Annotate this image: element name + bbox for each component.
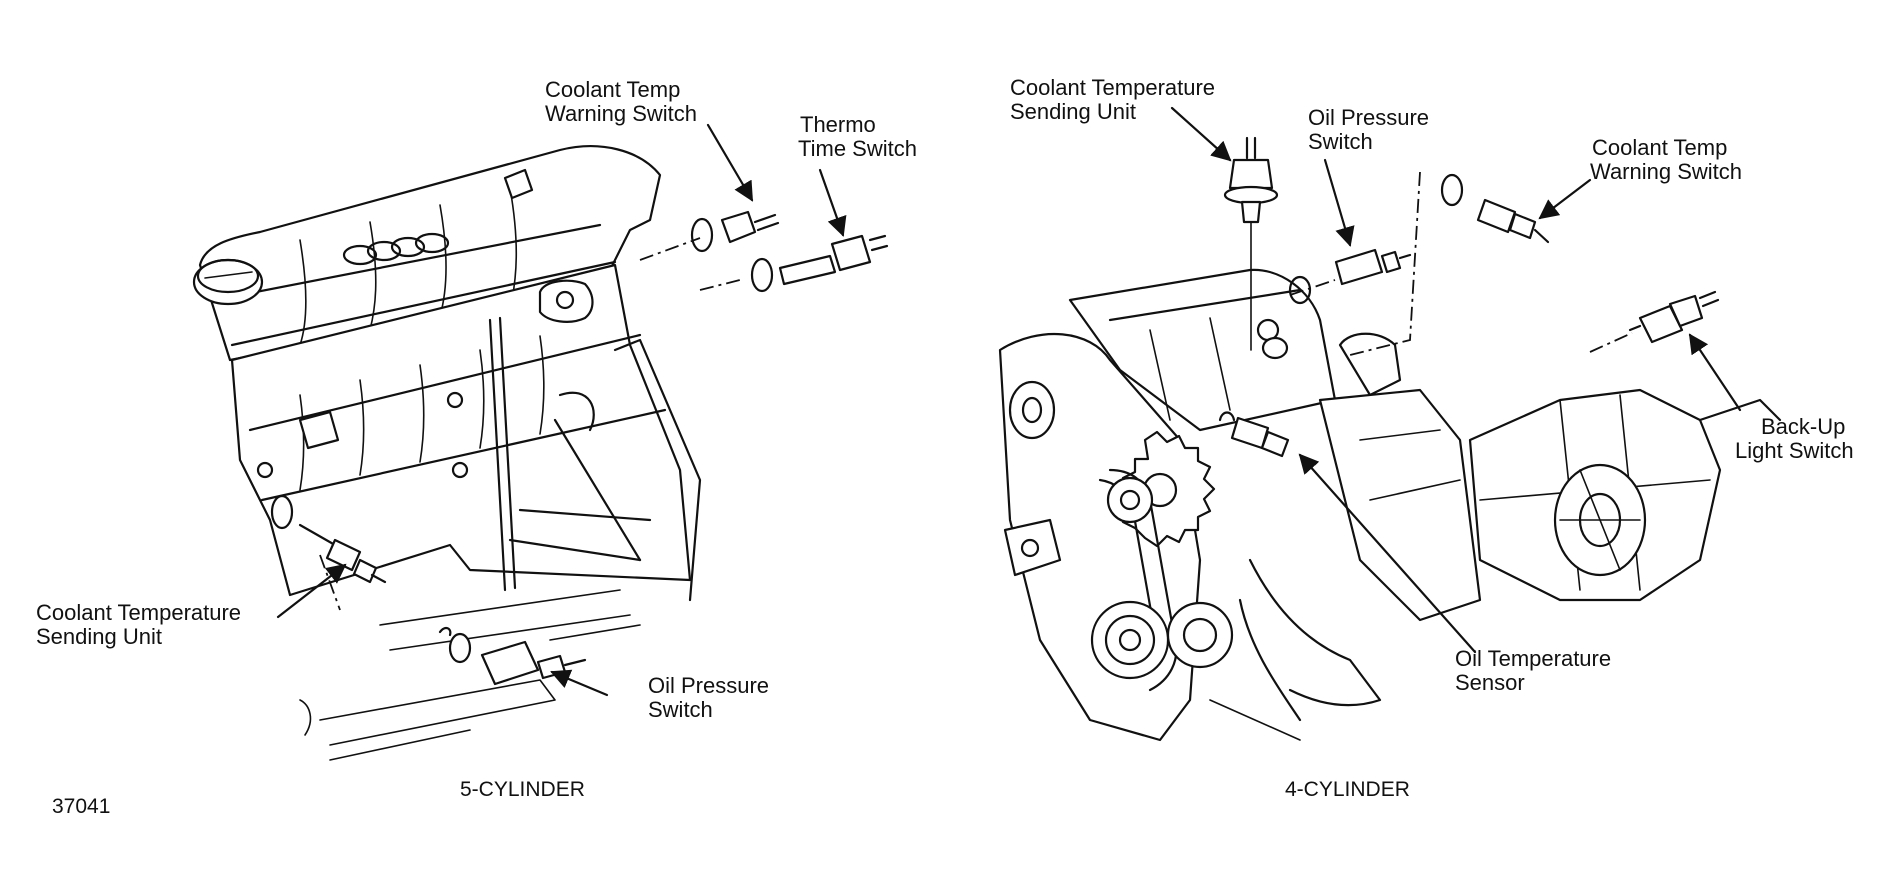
five-cylinder-engine-illustration — [192, 145, 702, 761]
caption-4-cylinder: 4-CYLINDER — [1285, 778, 1410, 801]
label-5cyl-oil-pressure-switch: Oil Pressure Switch — [648, 673, 770, 722]
label-4cyl-oil-temperature-sensor: Oil Temperature Sensor — [1455, 646, 1612, 695]
label-4cyl-coolant-temperature-sending-unit: Coolant Temperature Sending Unit — [1010, 75, 1216, 124]
four-cyl-coolant-temp-warning-switch-part — [1349, 171, 1550, 356]
label-4cyl-coolant-temp-warning-switch: Coolant Temp Warning Switch — [1590, 135, 1743, 184]
label-5cyl-coolant-temp-warning-switch: Coolant Temp Warning Switch — [545, 77, 698, 126]
five-cyl-coolant-temp-warning-switch-part — [690, 210, 780, 253]
caption-5-cylinder: 5-CYLINDER — [460, 778, 585, 801]
label-4cyl-back-up-light-switch: Back-Up Light Switch — [1735, 414, 1854, 463]
four-cyl-components — [1223, 136, 1720, 356]
five-cyl-components — [270, 210, 889, 686]
figure-id: 37041 — [52, 795, 111, 818]
label-5cyl-coolant-temperature-sending-unit: Coolant Temperature Sending Unit — [36, 600, 242, 649]
label-4cyl-oil-pressure-switch: Oil Pressure Switch — [1308, 105, 1430, 154]
label-5cyl-thermo-time-switch: Thermo Time Switch — [798, 112, 917, 161]
four-cyl-oil-temperature-sensor-part — [1218, 411, 1290, 458]
four-cyl-oil-pressure-switch-part — [1288, 248, 1412, 305]
four-cyl-leader-lines — [1170, 106, 1742, 654]
five-cyl-oil-pressure-switch-part — [438, 626, 587, 686]
four-cyl-back-up-light-switch-part — [1589, 290, 1720, 353]
four-cyl-coolant-temp-sending-unit-part — [1223, 136, 1279, 351]
five-cyl-coolant-temp-sending-unit-part — [270, 494, 387, 584]
five-cyl-thermo-time-switch-part — [750, 234, 889, 293]
five-cyl-leader-lines — [276, 123, 847, 697]
four-cylinder-engine-illustration — [998, 268, 1782, 742]
